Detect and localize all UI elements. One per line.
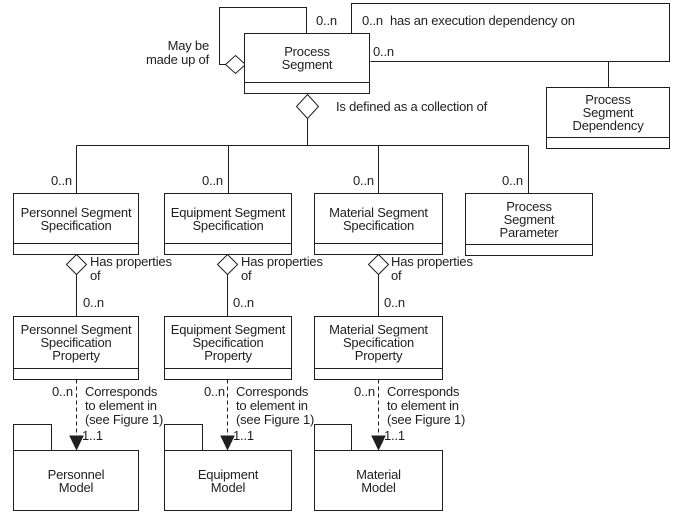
aggregation-diamond-may-be-made-up-of: [224, 54, 247, 75]
dependency-arrowhead-equipment: [220, 435, 235, 451]
class-compartment: [165, 243, 291, 254]
class-name-material-segment-specification: Material Segment Specification: [329, 204, 428, 233]
multiplicity-execution-dependency-target: 0..n: [373, 44, 394, 59]
multiplicity-material-property: 0..n: [384, 295, 405, 310]
multiplicity-execution-dependency-source: 0..n: [362, 13, 383, 28]
class-compartment: [14, 368, 138, 379]
class-compartment: [245, 82, 369, 93]
label-is-defined-as-a-collection-of: Is defined as a collection of: [336, 99, 488, 114]
class-compartment: [165, 368, 291, 379]
multiplicity-process-segment-parameter: 0..n: [502, 173, 523, 188]
aggregation-diamond-has-properties-equipment: [216, 253, 239, 276]
package-tab-equipment-model: [164, 424, 203, 451]
label-may-be-made-up-of: May be made up of: [145, 38, 209, 67]
multiplicity-corresponds-material-target: 1..1: [384, 428, 405, 443]
label-has-an-execution-dependency-on: has an execution dependency on: [390, 13, 575, 28]
multiplicity-material-specification: 0..n: [353, 173, 374, 188]
class-name-process-segment: Process Segment: [281, 44, 333, 72]
multiplicity-corresponds-equipment-target: 1..1: [233, 428, 254, 443]
label-corresponds-equipment: Corresponds to element in (see Figure 1): [236, 384, 315, 427]
class-compartment: [466, 244, 592, 255]
class-compartment: [315, 368, 442, 379]
association-line-may-be-made-up-of: [219, 7, 307, 65]
class-name-process-segment-dependency: Process Segment Dependency: [572, 92, 644, 133]
class-name-equipment-segment-specification: Equipment Segment Specification: [170, 204, 286, 233]
class-name-material-segment-specification-property: Material Segment Specification Property: [329, 322, 428, 363]
class-name-personnel-segment-specification-property: Personnel Segment Specification Property: [20, 322, 132, 363]
class-compartment: [315, 243, 442, 254]
class-name-personnel-segment-specification: Personnel Segment Specification: [20, 204, 132, 233]
dependency-arrowhead-personnel: [69, 435, 84, 451]
multiplicity-equipment-property: 0..n: [233, 295, 254, 310]
aggregation-diamond-has-properties-personnel: [65, 253, 88, 276]
multiplicity-corresponds-material-source: 0..n: [354, 384, 375, 399]
aggregation-diamond-has-properties-material: [367, 253, 390, 276]
multiplicity-corresponds-personnel-target: 1..1: [82, 428, 103, 443]
class-box-personnel-segment-specification: Personnel Segment Specification: [13, 193, 139, 255]
class-name-equipment-segment-specification-property: Equipment Segment Specification Property: [170, 322, 286, 363]
multiplicity-personnel-property: 0..n: [83, 295, 104, 310]
class-box-material-segment-specification-property: Material Segment Specification Property: [314, 316, 443, 380]
label-corresponds-material: Corresponds to element in (see Figure 1): [387, 384, 466, 427]
multiplicity-made-up-of: 0..n: [316, 13, 337, 28]
dependency-arrowhead-material: [371, 435, 386, 451]
class-name-process-segment-parameter: Process Segment Parameter: [499, 198, 559, 240]
multiplicity-corresponds-equipment-source: 0..n: [204, 384, 225, 399]
aggregation-diamond-collection: [295, 93, 320, 120]
label-has-properties-of-equipment: Has properties of: [241, 254, 323, 283]
multiplicity-corresponds-personnel-source: 0..n: [52, 384, 73, 399]
association-line-execution-dependency: [351, 3, 670, 62]
class-box-material-segment-specification: Material Segment Specification: [314, 193, 443, 255]
class-box-equipment-segment-specification: Equipment Segment Specification: [164, 193, 292, 255]
label-has-properties-of-material: Has properties of: [391, 254, 473, 283]
label-has-properties-of-personnel: Has properties of: [90, 254, 172, 283]
package-tab-material-model: [314, 424, 352, 451]
multiplicity-equipment-specification: 0..n: [202, 173, 223, 188]
class-box-equipment-segment-specification-property: Equipment Segment Specification Property: [164, 316, 292, 380]
package-body-equipment-model: Equipment Model: [164, 450, 292, 511]
class-compartment: [547, 137, 669, 148]
class-box-process-segment: Process Segment: [244, 33, 370, 94]
package-body-personnel-model: Personnel Model: [13, 450, 139, 511]
class-box-process-segment-parameter: Process Segment Parameter: [465, 193, 593, 256]
package-tab-personnel-model: [13, 424, 52, 451]
class-box-process-segment-dependency: Process Segment Dependency: [546, 87, 670, 149]
multiplicity-personnel-specification: 0..n: [51, 173, 72, 188]
label-corresponds-personnel: Corresponds to element in (see Figure 1): [85, 384, 164, 427]
package-body-material-model: Material Model: [314, 450, 443, 511]
class-compartment: [14, 243, 138, 254]
class-box-personnel-segment-specification-property: Personnel Segment Specification Property: [13, 316, 139, 380]
